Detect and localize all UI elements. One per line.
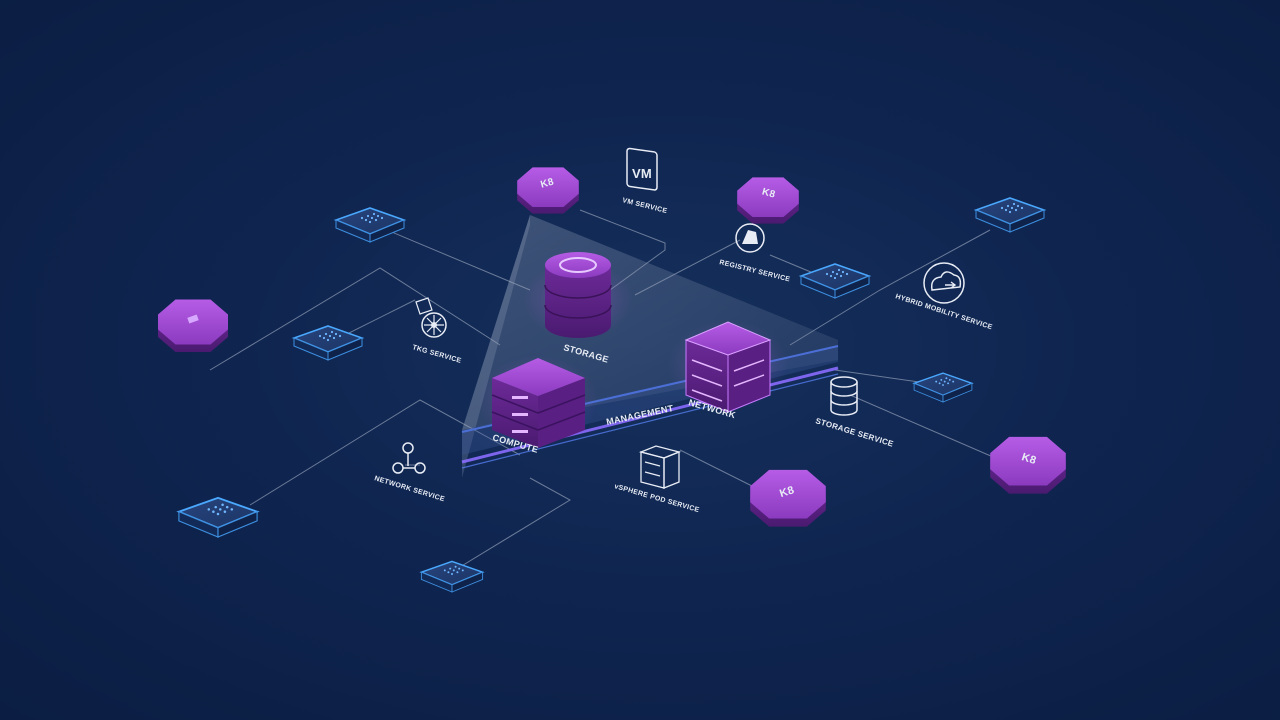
k8-node-top-right: K8	[737, 177, 799, 224]
network-service-icon	[392, 442, 426, 474]
storage-service-label: STORAGE SERVICE	[814, 416, 895, 448]
cloud-icon	[923, 262, 965, 304]
registry-service-label: REGISTRY SERVICE	[719, 259, 791, 283]
vm-service-label: VM SERVICE	[622, 197, 668, 215]
server-node	[177, 496, 259, 538]
node-icon	[187, 314, 199, 324]
compute-stack	[478, 355, 598, 448]
k8-label: K8	[778, 484, 796, 500]
registry-icon	[735, 223, 765, 253]
vm-icon: VM	[626, 147, 658, 191]
connector-line	[249, 399, 521, 506]
vsphere-pod-service-label: vSPHERE POD SERVICE	[613, 483, 700, 514]
connector-line	[849, 394, 1001, 461]
connector-lines	[209, 209, 1001, 571]
network-service-label: NETWORK SERVICE	[373, 475, 445, 503]
server-node	[420, 560, 484, 593]
vm-icon-text: VM	[632, 166, 652, 181]
k8-label: K8	[539, 177, 555, 191]
k8-node-bottom-center: K8	[750, 469, 826, 527]
connector-line	[789, 229, 991, 346]
connector-line	[679, 449, 761, 491]
hybrid-mobility-service-label: HYBRID MOBILITY SERVICE	[894, 293, 993, 331]
connector-line	[209, 267, 501, 371]
connector-line	[374, 224, 531, 291]
k8-label: K8	[1020, 451, 1038, 467]
server-node	[335, 207, 405, 243]
k8-node-left	[158, 299, 228, 352]
k8-node-bottom-right: K8	[990, 436, 1066, 494]
server-node	[913, 372, 973, 403]
vsphere-pod-icon	[638, 445, 682, 489]
storage-cylinder	[523, 252, 633, 340]
network-switch	[668, 320, 788, 413]
server-node	[975, 197, 1045, 233]
k8-node-top-left: K8	[517, 167, 579, 214]
database-icon	[830, 376, 858, 416]
kubernetes-icon	[415, 297, 447, 338]
server-node	[800, 263, 870, 299]
connector-line	[454, 477, 571, 571]
tkg-service-label: TKG SERVICE	[411, 344, 462, 365]
k8-label: K8	[761, 187, 777, 201]
